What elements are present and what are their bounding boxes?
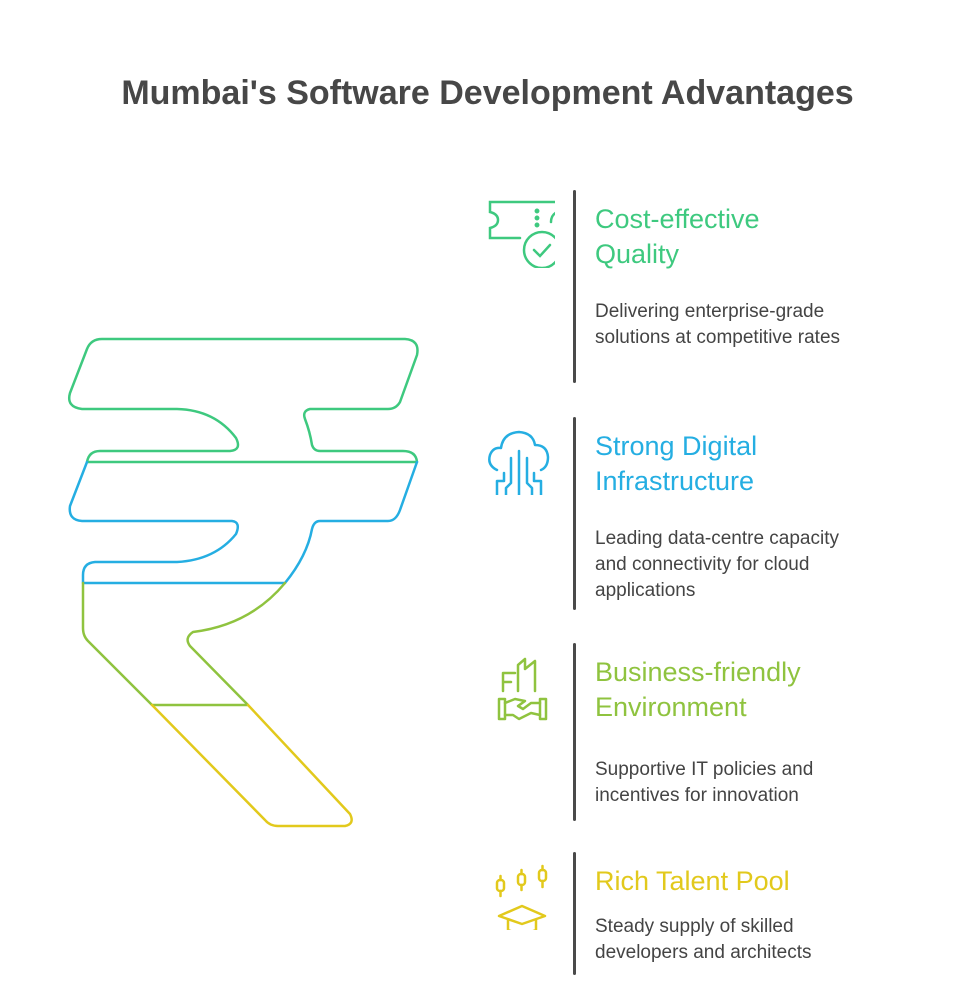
section-description: Leading data-centre capacity and connect… bbox=[595, 528, 839, 601]
ticket-check-icon bbox=[488, 200, 555, 268]
heading-line: Quality bbox=[595, 239, 680, 269]
section-divider bbox=[573, 417, 576, 610]
rupee-top-segment bbox=[68, 337, 419, 464]
heading-line: Infrastructure bbox=[595, 466, 755, 496]
cloud-circuit-icon bbox=[488, 430, 550, 495]
heading-line: Business-friendly bbox=[595, 657, 801, 687]
rupee-lower-segment bbox=[81, 581, 287, 707]
section-description: Steady supply of skilled developers and … bbox=[595, 916, 812, 963]
heading-line: Strong Digital bbox=[595, 431, 758, 461]
section-heading: Rich Talent Pool bbox=[595, 864, 790, 899]
section-description: Supportive IT policies and incentives fo… bbox=[595, 759, 814, 806]
heading-line: Cost-effective bbox=[595, 204, 760, 234]
heading-line: Environment bbox=[595, 692, 747, 722]
section-divider bbox=[573, 643, 576, 821]
section-description: Delivering enterprise-grade solutions at… bbox=[595, 301, 841, 348]
section-divider bbox=[573, 852, 576, 975]
page-title: Mumbai's Software Development Advantages bbox=[121, 74, 854, 112]
section-rich-talent-pool: Rich Talent Pool Steady supply of skille… bbox=[480, 852, 960, 977]
handshake-building-icon bbox=[497, 657, 548, 721]
graduation-cap-icon bbox=[495, 864, 548, 930]
rupee-middle-segment bbox=[68, 460, 419, 585]
heading-line: Rich Talent Pool bbox=[595, 866, 790, 896]
section-divider bbox=[573, 190, 576, 383]
rupee-tail-segment bbox=[150, 703, 353, 828]
